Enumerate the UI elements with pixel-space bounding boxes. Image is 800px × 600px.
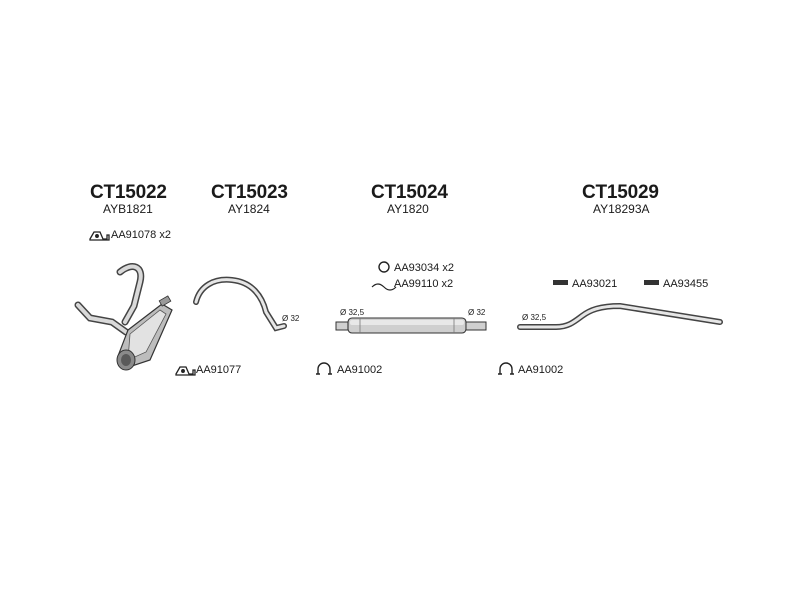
intermediate-pipe	[193, 276, 287, 332]
rubber-hanger-icon	[553, 280, 568, 285]
part-label-aa99110: AA99110 x2	[394, 278, 454, 290]
part-label-aa91002: AA91002	[337, 364, 383, 376]
front-pipe-assembly	[74, 263, 173, 371]
group-ref-ay1820: AY1820	[387, 202, 429, 216]
part-label-aa93034: AA93034 x2	[394, 262, 454, 274]
u-clamp-icon	[316, 362, 332, 375]
group-ref-ay18293a: AY18293A	[593, 202, 650, 216]
group-code-ct15024: CT15024	[371, 182, 448, 203]
diameter-label: Ø 32,5	[522, 313, 547, 322]
diameter-label: Ø 32,5	[340, 308, 365, 317]
middle-silencer	[335, 317, 487, 334]
part-label-aa91078: AA91078 x2	[111, 229, 171, 241]
diameter-label: Ø 32	[468, 308, 486, 317]
part-label-aa91077: AA91077	[196, 364, 242, 376]
tail-pipe	[517, 302, 723, 330]
part-label-aa93455: AA93455	[663, 278, 709, 290]
exhaust-clamp-icon	[89, 231, 110, 241]
part-label-aa91002: AA91002	[518, 364, 564, 376]
spring-icon	[371, 283, 397, 291]
exhaust-clamp-icon	[175, 366, 196, 376]
group-code-ct15023: CT15023	[211, 182, 288, 203]
diameter-label: Ø 32	[282, 314, 300, 323]
u-clamp-icon	[498, 362, 514, 375]
group-code-ct15022: CT15022	[90, 182, 167, 203]
rubber-hanger-icon	[644, 280, 659, 285]
group-ref-ay1824: AY1824	[228, 202, 270, 216]
group-ref-ayb1821: AYB1821	[103, 202, 153, 216]
part-label-aa93021: AA93021	[572, 278, 618, 290]
ring-icon	[378, 261, 390, 273]
group-code-ct15029: CT15029	[582, 182, 659, 203]
